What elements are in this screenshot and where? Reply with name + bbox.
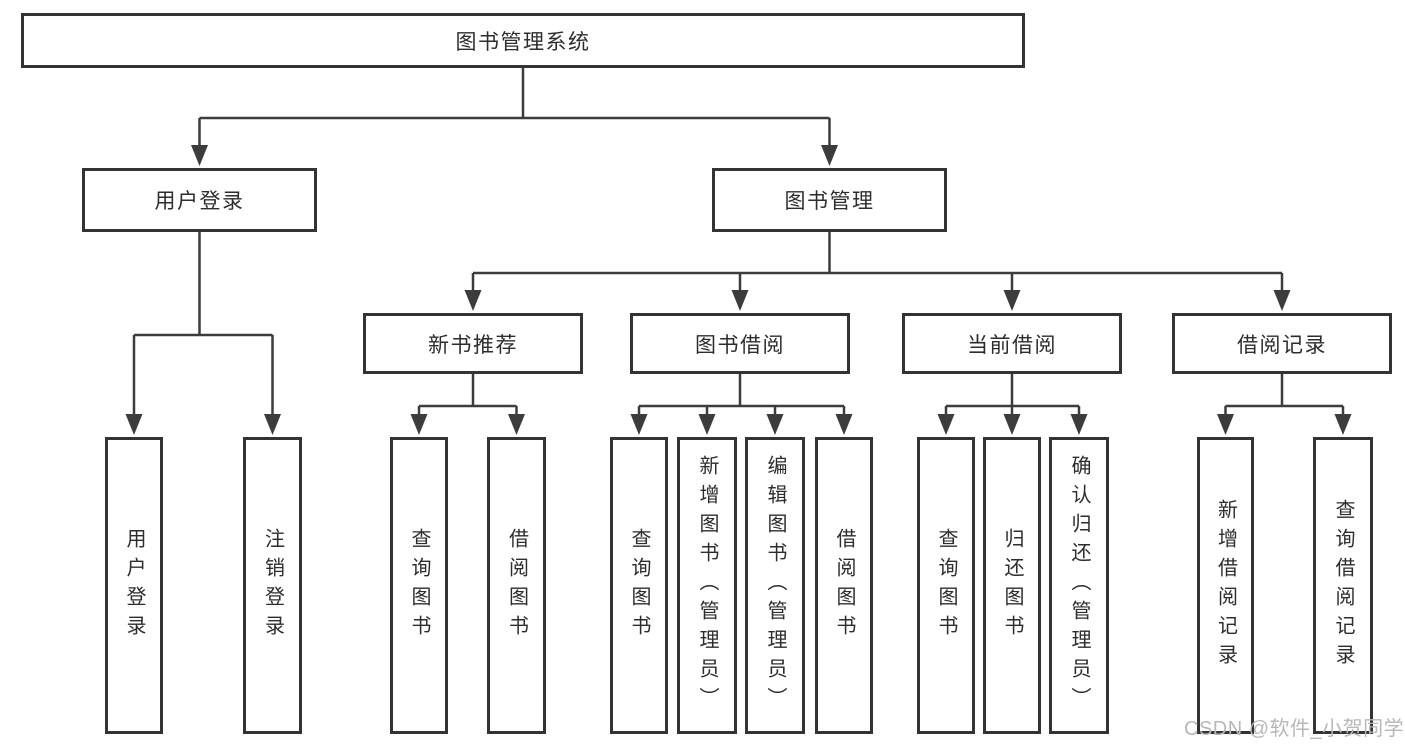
leaf-add-borrow-record-label: 新增借阅记录 <box>1214 498 1237 673</box>
leaf-confirm-return-admin-label: 确认归还（管理员） <box>1068 455 1090 716</box>
leaf-add-book-admin-label: 新增图书（管理员） <box>696 455 718 716</box>
leaf-edit-book-admin-label: 编辑图书（管理员） <box>764 455 786 716</box>
leaf-query-book-current: 查询图书 <box>917 437 975 734</box>
node-borrowing-records: 借阅记录 <box>1172 313 1392 374</box>
node-borrowing-records-label: 借阅记录 <box>1237 333 1327 357</box>
leaf-confirm-return-admin: 确认归还（管理员） <box>1049 437 1109 734</box>
leaf-query-book-recommend: 查询图书 <box>390 437 448 734</box>
leaf-query-book-current-label: 查询图书 <box>935 527 957 644</box>
tree-edges <box>132 68 1345 418</box>
node-current-borrowing: 当前借阅 <box>902 313 1122 374</box>
node-book-management: 图书管理 <box>712 168 947 232</box>
node-user-login-label: 用户登录 <box>154 190 245 213</box>
leaf-add-book-admin: 新增图书（管理员） <box>677 437 737 734</box>
leaf-logout-label: 注销登录 <box>261 527 284 644</box>
leaf-return-book-label: 归还图书 <box>1001 527 1023 644</box>
node-book-borrowing-label: 图书借阅 <box>695 333 785 357</box>
leaf-borrow-book-label: 借阅图书 <box>833 527 855 644</box>
leaf-borrow-book-recommend: 借阅图书 <box>487 437 546 734</box>
arrowheads <box>125 145 1352 435</box>
leaf-add-borrow-record: 新增借阅记录 <box>1197 437 1254 734</box>
leaf-query-borrow-record-label: 查询借阅记录 <box>1332 498 1354 673</box>
node-new-book-recommendation-label: 新书推荐 <box>428 333 518 357</box>
leaf-user-login-label: 用户登录 <box>123 527 145 644</box>
leaf-query-borrow-record: 查询借阅记录 <box>1313 437 1373 734</box>
node-root-library-management-system: 图书管理系统 <box>21 13 1025 68</box>
leaf-edit-book-admin: 编辑图书（管理员） <box>745 437 805 734</box>
leaf-return-book: 归还图书 <box>983 437 1041 734</box>
leaf-user-login: 用户登录 <box>105 437 163 734</box>
leaf-query-book-borrow-label: 查询图书 <box>628 527 650 644</box>
leaf-query-book-recommend-label: 查询图书 <box>408 527 430 644</box>
leaf-query-book-borrow: 查询图书 <box>610 437 668 734</box>
node-book-borrowing: 图书借阅 <box>630 313 850 374</box>
leaf-logout: 注销登录 <box>243 437 302 734</box>
node-new-book-recommendation: 新书推荐 <box>363 313 583 374</box>
node-book-management-label: 图书管理 <box>784 190 875 213</box>
node-current-borrowing-label: 当前借阅 <box>967 333 1057 357</box>
node-root-label: 图书管理系统 <box>455 30 591 54</box>
csdn-watermark: CSDN @软件_小贺同学 <box>1184 718 1405 740</box>
leaf-borrow-book: 借阅图书 <box>815 437 873 734</box>
node-user-login: 用户登录 <box>82 168 317 232</box>
leaf-borrow-book-recommend-label: 借阅图书 <box>505 527 528 644</box>
